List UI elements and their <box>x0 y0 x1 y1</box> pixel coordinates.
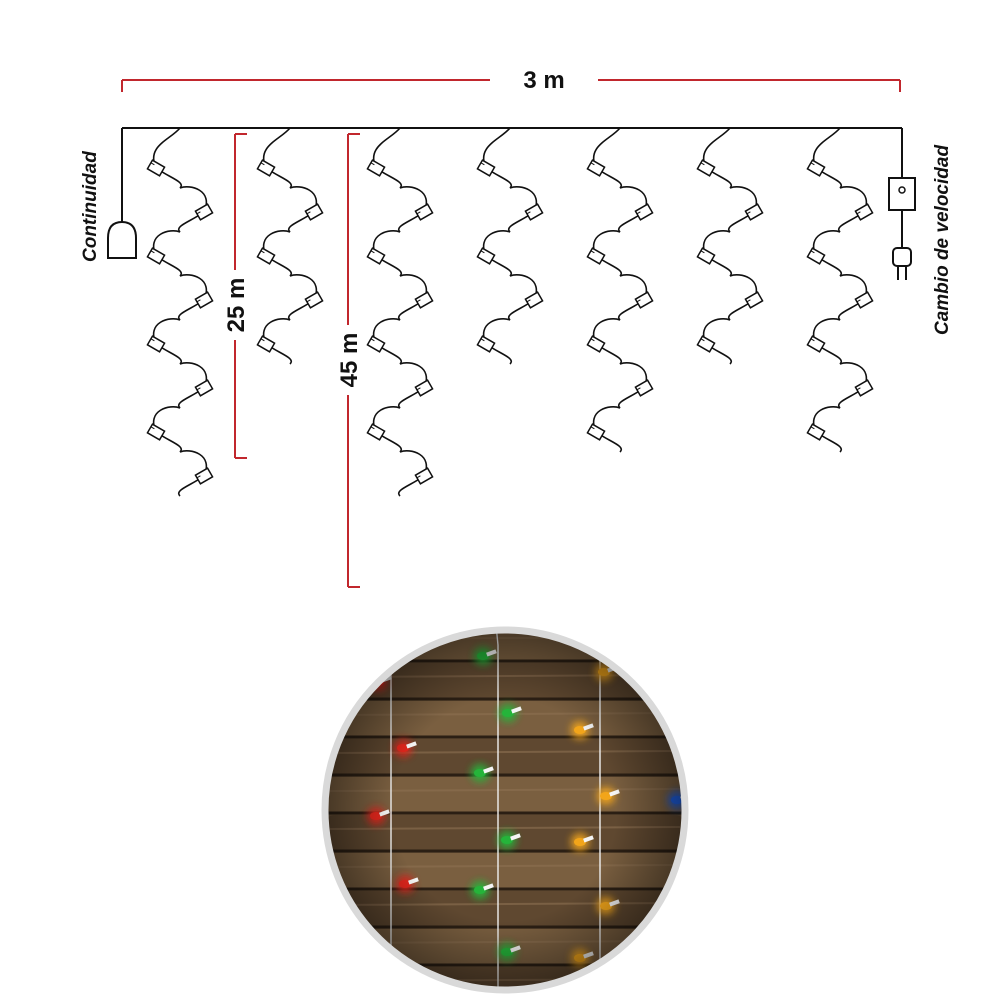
bulb-socket-icon <box>696 247 716 265</box>
bulb-socket-icon <box>696 159 716 177</box>
width-label: 3 m <box>523 67 564 94</box>
bulb-socket-icon <box>586 159 606 177</box>
bulb-socket-icon <box>634 291 654 309</box>
bulb-socket-icon <box>146 335 166 353</box>
bulb-socket-icon <box>744 291 764 309</box>
bulb-socket-icon <box>194 467 214 485</box>
light-strand <box>696 127 764 365</box>
bulb-socket-icon <box>586 423 606 441</box>
bulb-socket-icon <box>806 423 826 441</box>
light-strand <box>366 127 434 497</box>
bulb-socket-icon <box>476 247 496 265</box>
continuity-label: Continuidad <box>80 151 101 262</box>
photo-inset <box>321 626 689 994</box>
bulb-socket-icon <box>806 159 826 177</box>
bulb-socket-icon <box>146 159 166 177</box>
bulb-socket-icon <box>414 379 434 397</box>
long-drop-dimension: 45 m <box>336 133 363 588</box>
short-drop-label: 25 m <box>223 278 250 333</box>
light-strand <box>256 127 324 365</box>
bulb-socket-icon <box>414 203 434 221</box>
top-wire <box>121 127 903 222</box>
bulb-socket-icon <box>304 291 324 309</box>
light-strands <box>146 127 874 497</box>
bulb-socket-icon <box>256 159 276 177</box>
light-strand <box>586 127 654 453</box>
light-strand <box>476 127 544 365</box>
speed-change-label: Cambio de velocidad <box>932 145 953 335</box>
bulb-socket-icon <box>194 203 214 221</box>
bulb-socket-icon <box>634 203 654 221</box>
bulb-socket-icon <box>524 203 544 221</box>
bulb-socket-icon <box>854 379 874 397</box>
bulb-socket-icon <box>586 335 606 353</box>
bulb-socket-icon <box>634 379 654 397</box>
bulb-socket-icon <box>854 291 874 309</box>
bulb-socket-icon <box>586 247 606 265</box>
bulb-socket-icon <box>256 247 276 265</box>
bulb-socket-icon <box>304 203 324 221</box>
light-strand <box>146 127 214 497</box>
width-dimension: 3 m <box>121 67 901 94</box>
light-strand <box>806 127 874 453</box>
bulb-socket-icon <box>414 291 434 309</box>
bulb-socket-icon <box>806 247 826 265</box>
bulb-socket-icon <box>256 335 276 353</box>
bulb-socket-icon <box>806 335 826 353</box>
bulb-socket-icon <box>476 159 496 177</box>
plug-icon <box>892 247 912 280</box>
short-drop-dimension: 25 m <box>223 133 250 459</box>
bulb-socket-icon <box>366 247 386 265</box>
bulb-socket-icon <box>146 423 166 441</box>
bulb-socket-icon <box>476 335 496 353</box>
bulb-socket-icon <box>366 423 386 441</box>
bulb-socket-icon <box>744 203 764 221</box>
bulb-socket-icon <box>366 335 386 353</box>
bulb-socket-icon <box>524 291 544 309</box>
bulb-socket-icon <box>194 291 214 309</box>
bulb-socket-icon <box>146 247 166 265</box>
long-drop-label: 45 m <box>336 333 363 388</box>
bulb-socket-icon <box>194 379 214 397</box>
bulb-socket-icon <box>414 467 434 485</box>
continuity-connector-icon <box>107 220 137 259</box>
bulb-socket-icon <box>854 203 874 221</box>
bulb-socket-icon <box>366 159 386 177</box>
speed-controller-icon <box>888 177 916 248</box>
bulb-socket-icon <box>696 335 716 353</box>
